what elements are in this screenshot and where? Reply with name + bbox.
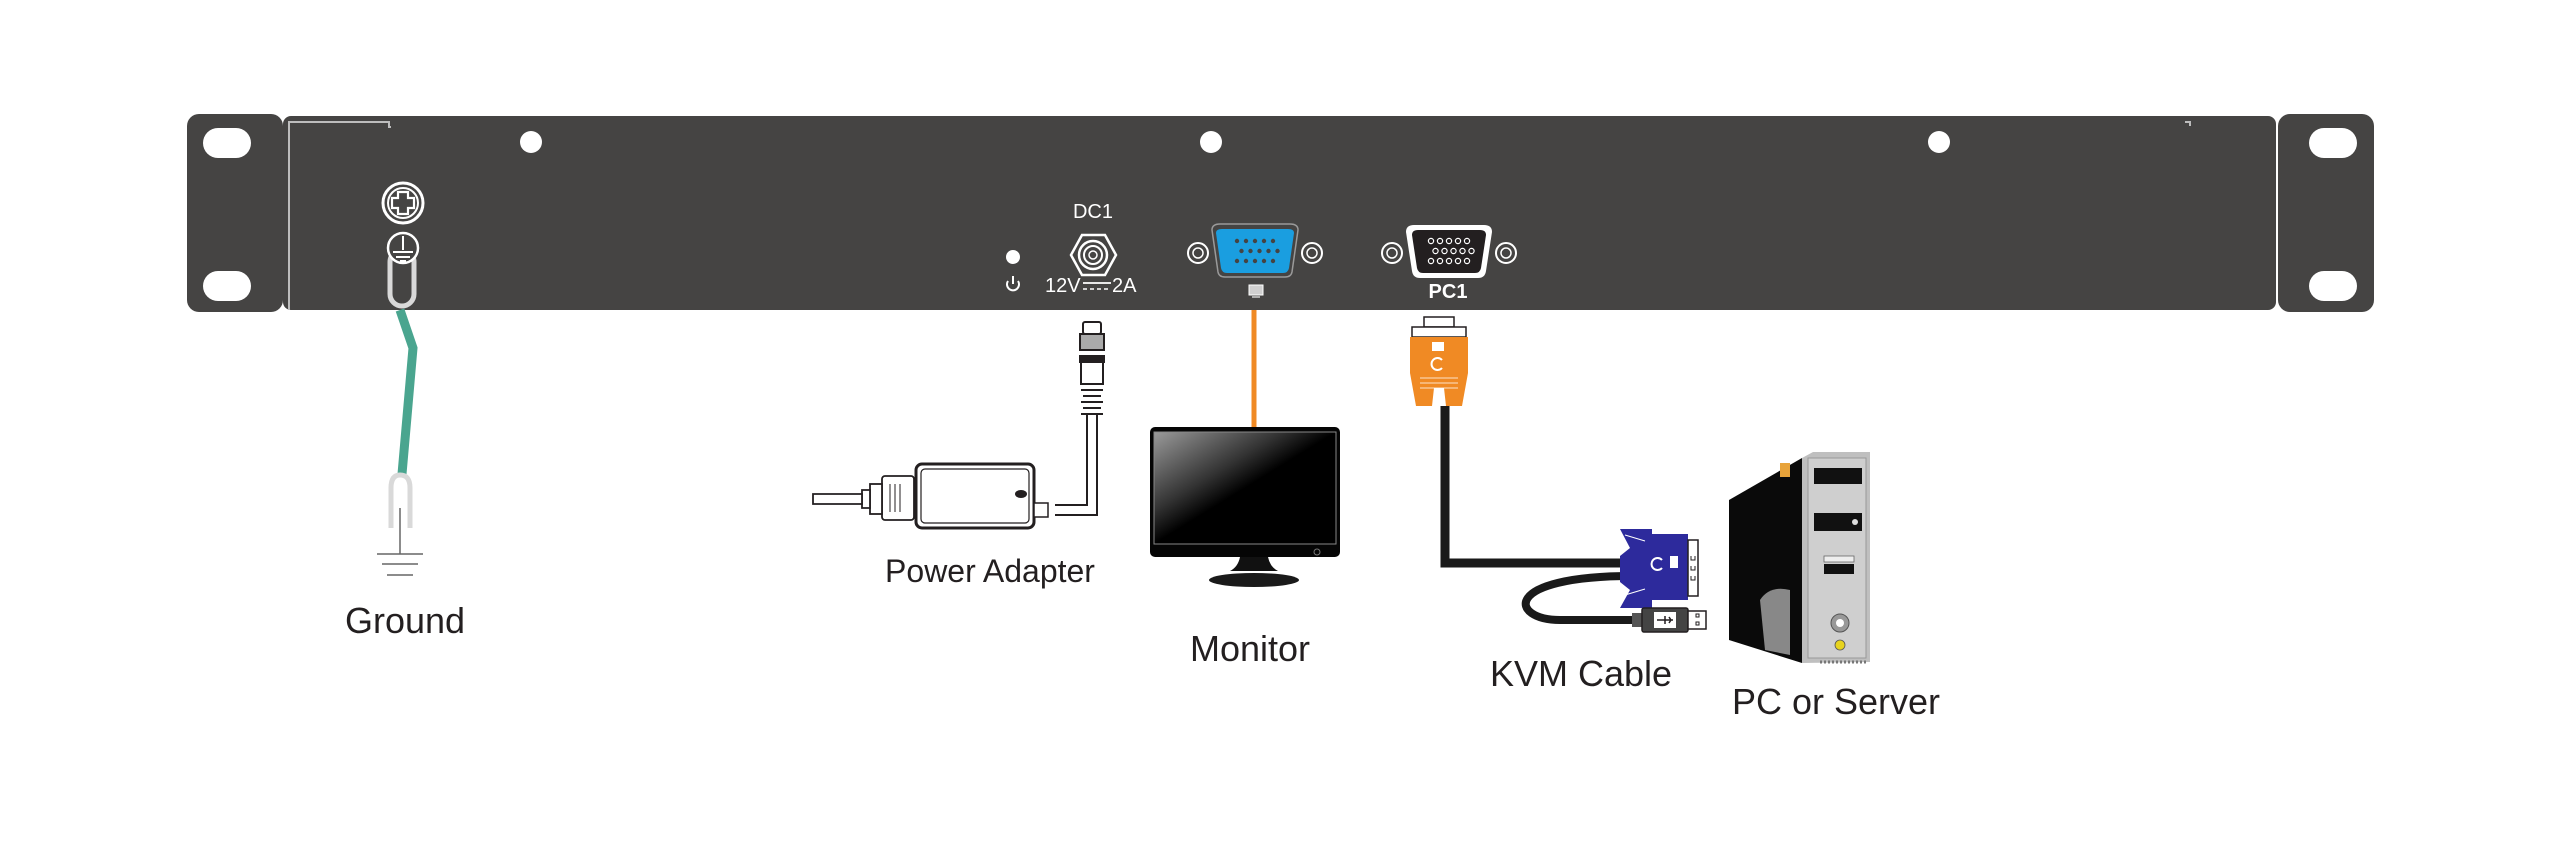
dc-power-jack[interactable] [1069,233,1118,277]
vga-pin [1436,257,1444,265]
pc1-vga-port[interactable] [1381,225,1517,278]
dc-rating-voltage: 12V [1045,275,1081,297]
vga-pin [1441,247,1448,255]
vga-pin [1234,238,1240,244]
vga-pin [1234,258,1240,264]
dc-rating-current: 2A [1112,275,1137,297]
power-led [1006,250,1020,264]
ac-plug [812,475,915,521]
ground-fork-terminal [388,472,413,528]
vga-pin [1445,257,1453,265]
pc-server [1729,452,1870,664]
screw-hole [520,131,542,153]
earth-ground-icon [377,508,423,576]
vga-pin [1432,247,1439,255]
vga-pin [1243,258,1249,264]
ground-wire [395,308,418,475]
rack-panel: DC1 12V 2A [187,114,2374,312]
vga-pin [1252,238,1258,244]
power-icon [1006,276,1020,292]
vga-pin [1275,248,1280,254]
mount-slot [2309,271,2357,301]
vga-pin [1261,238,1267,244]
usb-icon [1657,616,1673,624]
ground-terminal [381,181,425,309]
vga-pin [1436,237,1444,245]
vga-pin [1252,258,1258,264]
vga-pin [1468,247,1475,255]
vga-pin [1248,248,1253,254]
kvm-cable [1410,316,1707,633]
monitor [1150,310,1340,587]
vga-pin [1463,237,1471,245]
mount-slot [203,128,251,158]
vga-pin [1239,248,1244,254]
ground-label: Ground [345,600,465,641]
ground-connection [377,308,423,576]
vga-pin [1270,258,1276,264]
mount-slot [2309,128,2357,158]
dc-symbol-icon [1083,282,1111,290]
ground-symbol-icon [393,236,413,262]
vga-pin [1463,257,1471,265]
adapter-brick [914,462,1036,530]
vga-pin [1243,238,1249,244]
vga-pin [1450,247,1457,255]
vga-pin [1261,258,1267,264]
rack-ear-left [187,114,283,312]
vga-pin [1266,248,1271,254]
vga-pin [1445,237,1453,245]
vga-pin [1427,257,1435,265]
vga-pin [1459,247,1466,255]
kvm-cable-label: KVM Cable [1490,653,1672,694]
power-adapter [812,321,1105,530]
screw-hole [1200,131,1222,153]
kvm-vga-connector-blue [1620,529,1699,608]
mount-slot [203,271,251,301]
panel-body [283,116,2276,310]
monitor-label: Monitor [1190,628,1310,669]
vga-pin [1454,257,1462,265]
vga-pin [1257,248,1262,254]
monitor-vga-port[interactable] [1187,223,1323,278]
kvm-vga-connector-orange [1410,316,1468,406]
screw-hole [1928,131,1950,153]
vga-pin [1270,238,1276,244]
power-adapter-label: Power Adapter [885,553,1095,589]
pc-server-label: PC or Server [1732,681,1940,722]
rack-ear-right [2278,114,2374,312]
pc1-port-label: PC1 [1429,281,1468,303]
monitor-icon [1248,284,1264,298]
kvm-usb-connector [1632,607,1707,633]
monitor-screen [1153,431,1337,545]
dc-port-label: DC1 [1073,201,1113,223]
vga-pin [1454,237,1462,245]
vga-pin [1427,237,1435,245]
